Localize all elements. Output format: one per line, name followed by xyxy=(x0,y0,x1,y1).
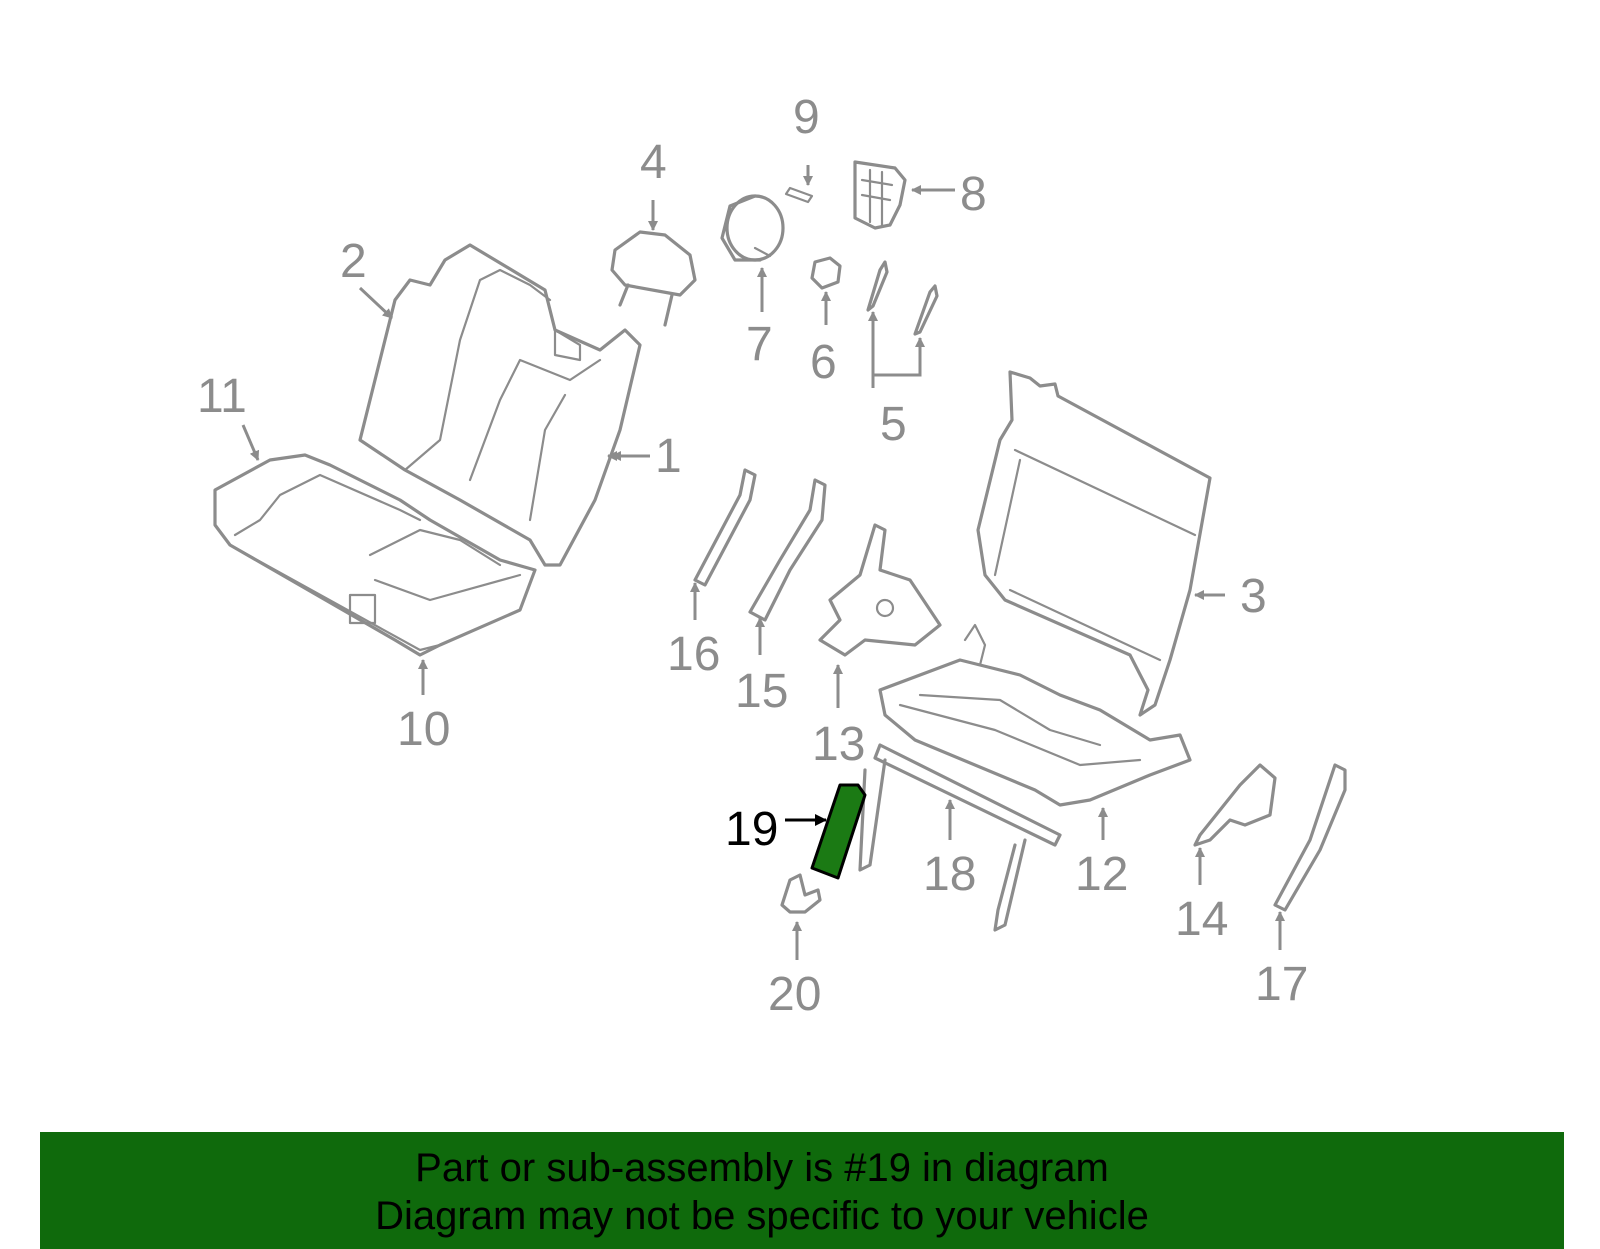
callout-6: 6 xyxy=(810,336,837,389)
callout-10: 10 xyxy=(397,703,450,756)
callout-18: 18 xyxy=(923,848,976,901)
leader-lines xyxy=(241,165,1285,960)
callout-1: 1 xyxy=(655,430,682,483)
callout-7: 7 xyxy=(746,318,773,371)
callout-16: 16 xyxy=(667,628,720,681)
part-clip-9[interactable] xyxy=(784,186,814,204)
part-rails[interactable] xyxy=(858,743,1062,932)
callout-9: 9 xyxy=(793,91,820,144)
part-cylinder[interactable] xyxy=(720,194,785,262)
callout-2: 2 xyxy=(340,235,367,288)
callout-17: 17 xyxy=(1255,958,1308,1011)
info-banner: Part or sub-assembly is #19 in diagram D… xyxy=(40,1132,1564,1249)
part-latch-6[interactable] xyxy=(810,256,842,290)
part-headrest[interactable] xyxy=(610,230,697,327)
part-trim-16[interactable] xyxy=(693,468,757,587)
callout-4: 4 xyxy=(640,136,667,189)
callout-12: 12 xyxy=(1075,848,1128,901)
part-seat-frame[interactable] xyxy=(878,623,1192,807)
banner-line-1: Part or sub-assembly is #19 in diagram xyxy=(415,1146,1109,1190)
callout-labels: 1 2 3 4 5 6 7 8 9 10 11 12 13 14 15 16 1… xyxy=(197,91,1308,1021)
part-pins[interactable] xyxy=(866,260,939,336)
callout-15: 15 xyxy=(735,665,788,718)
callout-3: 3 xyxy=(1240,570,1267,623)
part-highlighted-19[interactable] xyxy=(810,783,867,880)
part-seat-back[interactable] xyxy=(358,243,642,567)
callout-20: 20 xyxy=(768,968,821,1021)
callout-8: 8 xyxy=(960,168,987,221)
part-bracket-20[interactable] xyxy=(780,873,822,914)
part-vent[interactable] xyxy=(853,160,907,230)
part-cover-14[interactable] xyxy=(1193,763,1277,847)
callout-11: 11 xyxy=(197,370,247,423)
banner-line-2: Diagram may not be specific to your vehi… xyxy=(375,1194,1149,1238)
callout-13: 13 xyxy=(812,718,865,771)
part-trim-15[interactable] xyxy=(748,478,827,622)
callout-5: 5 xyxy=(880,398,907,451)
part-bracket-13[interactable] xyxy=(818,523,942,657)
part-frame-back[interactable] xyxy=(976,370,1212,717)
callout-14: 14 xyxy=(1175,893,1228,946)
callout-19: 19 xyxy=(725,803,778,856)
part-trim-17[interactable] xyxy=(1273,763,1347,912)
part-seat-cushion[interactable] xyxy=(213,453,537,657)
